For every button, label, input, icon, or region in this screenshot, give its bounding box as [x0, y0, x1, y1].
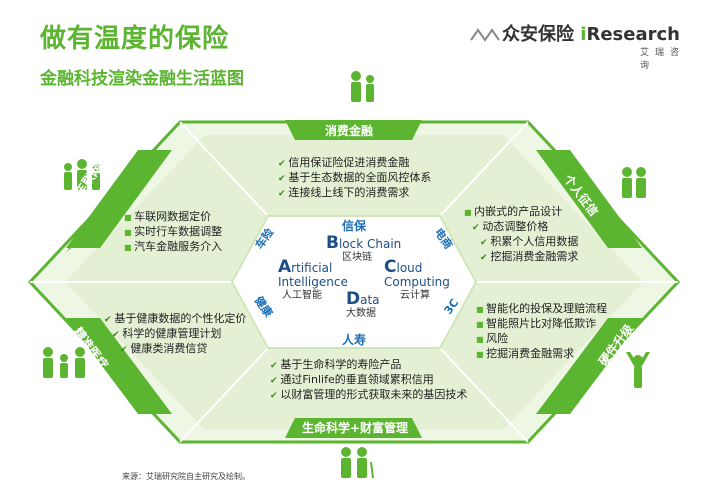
bottom-item: 通过Finlife的垂直领域累积信用: [270, 373, 467, 388]
center-label-bottom: 人寿: [342, 333, 367, 347]
tech-initial: C: [384, 257, 397, 277]
tech-word: rtificial: [291, 261, 333, 275]
tech-initial: B: [326, 233, 339, 253]
page-title: 做有温度的保险: [40, 24, 230, 54]
tech-word: lock Chain: [338, 237, 402, 251]
upper-right-item: 内嵌式的产品设计: [464, 205, 578, 220]
couple-icon-right: [622, 167, 646, 198]
family-icon-top: [351, 71, 374, 102]
upper-right-item: 挖掘消费金融需求: [464, 250, 578, 265]
logo-brand: 众安保险: [502, 24, 574, 45]
tech-cn: 云计算: [400, 290, 430, 301]
logo-partner-cn: 艾瑞咨询: [640, 48, 686, 71]
divider-ll: [179, 345, 271, 443]
label-bottom: 生命科学+财富管理: [302, 421, 409, 435]
divider-ul: [179, 121, 271, 219]
source-note: 来源：艾瑞研究院自主研究及绘制。: [122, 472, 250, 481]
tech-cn: 人工智能: [282, 290, 322, 301]
tech-data: Data 大数据: [346, 289, 380, 321]
bottom-items: 基于生命科学的寿险产品 通过Finlife的垂直领域累积信用 以财富管理的形式获…: [270, 358, 467, 403]
upper-left-item: 实时行车数据调整: [124, 225, 222, 240]
tech-word-line2: Intelligence: [278, 275, 348, 289]
tech-cloud: Cloud Computing 云计算: [384, 257, 450, 303]
zhongan-logo-icon: [470, 28, 500, 42]
upper-left-item: 汽车金融服务介入: [124, 240, 222, 255]
lower-right-item: 风险: [476, 332, 607, 347]
tech-blockchain: Block Chain 区块链: [326, 233, 402, 265]
top-item: 基于生态数据的全面风控体系: [278, 171, 431, 186]
lower-right-item: 挖掘消费金融需求: [476, 347, 607, 362]
top-item: 连接线上线下的消费需求: [278, 186, 431, 201]
tech-initial: A: [278, 257, 292, 277]
tech-initial: D: [346, 289, 361, 309]
logo-partner: Research: [586, 24, 680, 45]
center-hexagon: [230, 215, 478, 349]
lower-left-items: 基于健康数据的个性化定价 科学的健康管理计划 健康类消费信贷: [104, 312, 246, 357]
lower-right-item: 智能照片比对降低欺诈: [476, 317, 607, 332]
tech-word-line2: Computing: [384, 275, 450, 289]
lower-right-item: 智能化的投保及理赔流程: [476, 302, 607, 317]
center-label-top: 信保: [342, 219, 367, 233]
lower-left-item: 健康类消费信贷: [104, 342, 246, 357]
tech-cn: 大数据: [346, 308, 376, 319]
top-item: 信用保证险促进消费金融: [278, 156, 431, 171]
elderly-couple-icon: [341, 447, 374, 479]
lower-left-item: 科学的健康管理计划: [104, 327, 246, 342]
bottom-item: 以财富管理的形式获取未来的基因技术: [270, 388, 467, 403]
person-cheer-icon: [626, 352, 650, 388]
tech-ai: Artificial Intelligence 人工智能: [278, 257, 348, 303]
family-icon-left-bottom: [43, 347, 85, 378]
upper-left-item: 车联网数据定价: [124, 210, 222, 225]
bar-lower-left: [66, 318, 172, 414]
bar-lower-right: [536, 318, 642, 414]
upper-right-item: 动态调整价格: [464, 220, 578, 235]
page-subtitle: 金融科技渲染金融生活蓝图: [40, 69, 244, 89]
upper-right-items: 内嵌式的产品设计 动态调整价格 积累个人信用数据 挖掘消费金融需求: [464, 205, 578, 265]
lower-left-item: 基于健康数据的个性化定价: [104, 312, 246, 327]
label-top: 消费金融: [325, 124, 374, 138]
bar-bottom: [285, 418, 422, 438]
tech-word: loud: [396, 261, 423, 275]
tech-word: ata: [360, 293, 380, 307]
upper-right-item: 积累个人信用数据: [464, 235, 578, 250]
bar-top: [285, 120, 422, 140]
bar-upper-left-body: [66, 150, 172, 248]
bottom-item: 基于生命科学的寿险产品: [270, 358, 467, 373]
logo: 众安保险 iResearch 艾瑞咨询: [470, 18, 695, 71]
logo-partner-i: i: [580, 24, 587, 45]
upper-left-items: 车联网数据定价 实时行车数据调整 汽车金融服务介入: [124, 210, 222, 255]
logo-text: 众安保险 iResearch: [502, 20, 680, 46]
family-icon-left-top: [64, 159, 100, 190]
lower-right-items: 智能化的投保及理赔流程 智能照片比对降低欺诈 风险 挖掘消费金融需求: [476, 302, 607, 362]
bar-upper-right: [536, 150, 642, 248]
top-items: 信用保证险促进消费金融 基于生态数据的全面风控体系 连接线上线下的消费需求: [278, 156, 431, 201]
tech-cn: 区块链: [342, 252, 372, 263]
divider-ur: [437, 121, 529, 219]
